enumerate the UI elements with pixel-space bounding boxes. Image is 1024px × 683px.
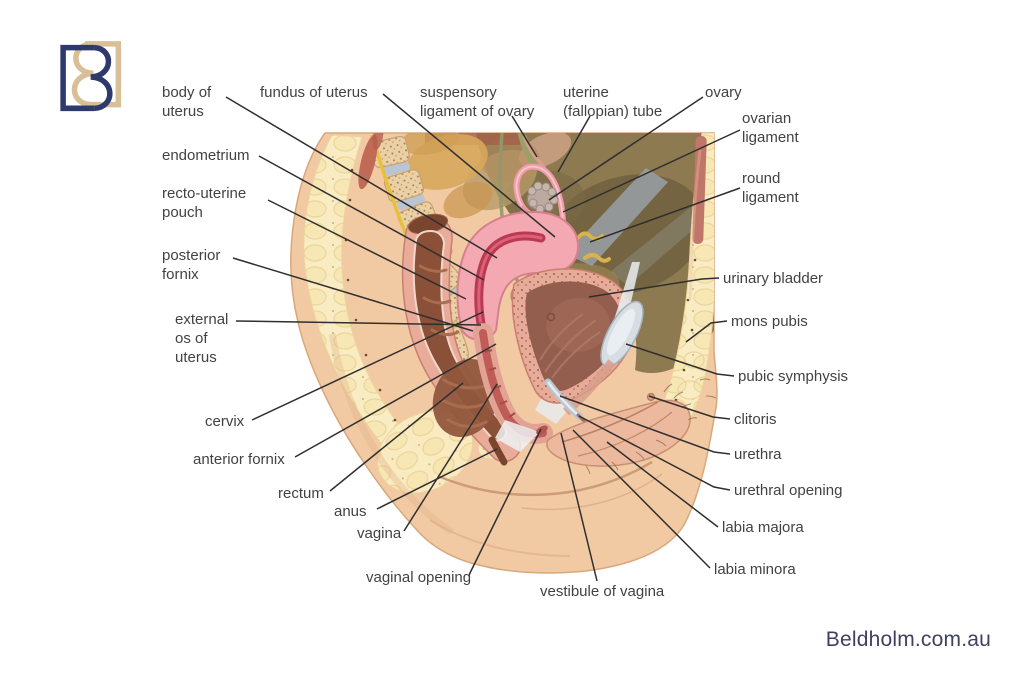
pubic-hair xyxy=(585,378,717,475)
leader-lines xyxy=(225,93,741,582)
label-vestibule-of-vagina: vestibule of vagina xyxy=(540,583,665,600)
beldholm-logo xyxy=(30,18,122,114)
anal-canal xyxy=(488,436,508,466)
label-vaginal-opening: vaginal opening xyxy=(366,569,472,586)
label-ovary: ovary xyxy=(705,84,742,101)
rectus-muscle xyxy=(692,135,707,244)
label-endometrium: endometrium xyxy=(162,147,250,164)
perineal-fascia xyxy=(495,420,540,452)
label-recto-uterine-pouch: recto-uterine pouch xyxy=(162,185,247,221)
label-mons-pubis: mons pubis xyxy=(731,313,808,330)
label-rectum: rectum xyxy=(278,485,324,502)
logo-navy-b xyxy=(60,44,113,112)
back-muscle xyxy=(358,134,378,190)
label-cervix: cervix xyxy=(205,413,245,430)
label-round-ligament: round ligament xyxy=(742,170,799,206)
label-ovarian-ligament: ovarian ligament xyxy=(742,110,799,146)
label-clitoris: clitoris xyxy=(734,411,777,428)
label-uterine-tube: uterine (fallopian) tube xyxy=(563,84,663,120)
label-pubic-symphysis: pubic symphysis xyxy=(738,368,849,385)
ovary-shape xyxy=(526,181,559,214)
label-urinary-bladder: urinary bladder xyxy=(723,270,824,287)
label-vagina: vagina xyxy=(357,525,402,542)
label-body-of-uterus: body of uterus xyxy=(162,84,212,120)
label-fundus-of-uterus: fundus of uterus xyxy=(260,84,368,101)
label-external-os-of-uterus: external os of uterus xyxy=(175,311,229,366)
label-urethra: urethra xyxy=(734,446,782,463)
label-anterior-fornix: anterior fornix xyxy=(193,451,285,468)
skin-creases xyxy=(328,149,702,557)
label-labia-majora: labia majora xyxy=(722,519,804,536)
label-posterior-fornix: posterior fornix xyxy=(162,247,221,283)
label-anus: anus xyxy=(334,503,367,520)
label-urethral-opening: urethral opening xyxy=(734,482,843,499)
label-labia-minora: labia minora xyxy=(714,561,796,578)
website-watermark: Beldholm.com.au xyxy=(825,628,991,651)
label-suspensory-ligament: suspensory ligament of ovary xyxy=(420,84,535,120)
